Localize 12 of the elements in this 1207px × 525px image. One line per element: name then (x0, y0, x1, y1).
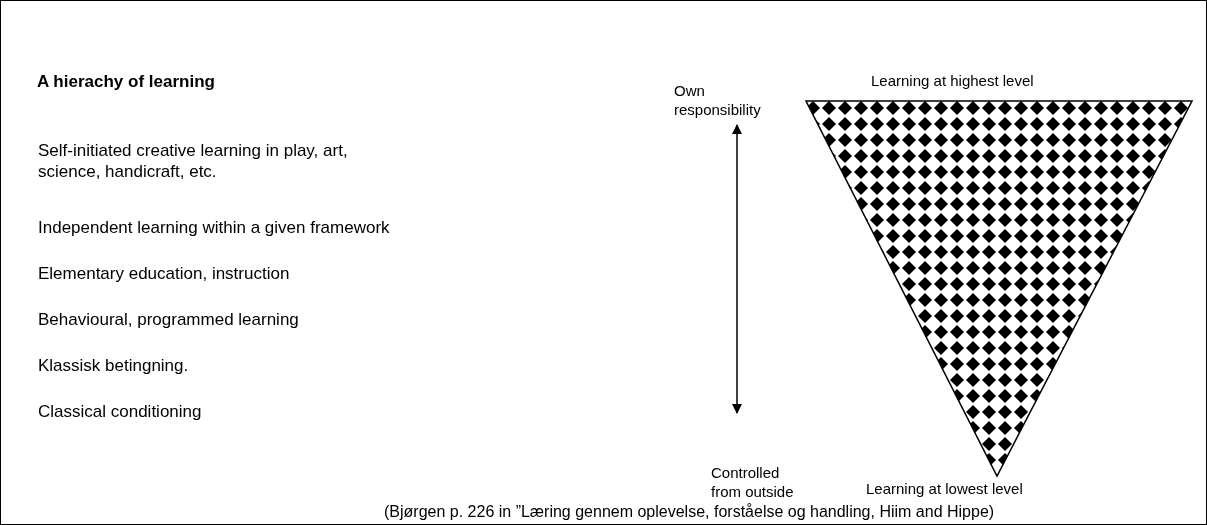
list-item-text: Elementary education, instruction (38, 263, 290, 284)
list-item-text: Behavioural, programmed learning (38, 309, 299, 330)
level-label: Learning at lowest level (866, 479, 1023, 498)
list-item-text: Self-initiated creative learning in play, art, science, handicraft, etc. (38, 140, 349, 182)
axis-label: Own responsibility (674, 81, 762, 119)
title-text: A hierachy of learning (37, 71, 215, 92)
axis-label: Controlled from outside (711, 463, 795, 501)
level-label: Learning at highest level (871, 71, 1034, 90)
citation-text: (Bjørgen p. 226 in ”Læring gennem oplevelse, forståelse og handling, Hiim and Hippe) (384, 502, 995, 522)
list-item-text: Classical conditioning (38, 401, 202, 422)
list-item-text: Klassisk betingning. (38, 355, 189, 376)
list-item-text: Independent learning within a given framework (38, 217, 390, 238)
